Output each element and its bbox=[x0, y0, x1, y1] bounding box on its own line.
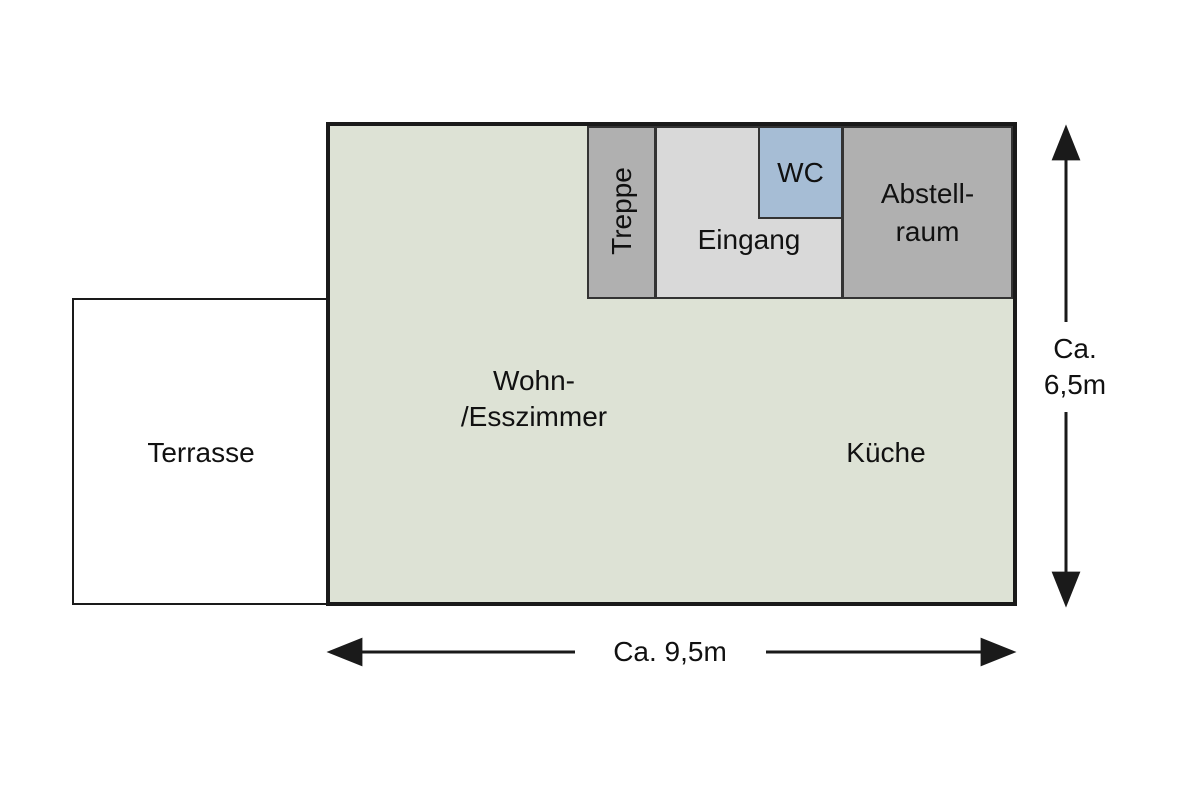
abstell-label-line2: raum bbox=[895, 216, 960, 247]
height-dimension-label-line2: 6,5m bbox=[1043, 369, 1107, 400]
wohn-label-line1: Wohn- bbox=[493, 365, 575, 396]
terrasse-label: Terrasse bbox=[147, 437, 255, 468]
eingang-label: Eingang bbox=[697, 224, 801, 255]
abstellraum-room bbox=[842, 126, 1013, 299]
wc-label: WC bbox=[777, 157, 824, 188]
width-dimension-label: Ca. 9,5m bbox=[613, 636, 727, 667]
terrasse-area bbox=[72, 298, 330, 605]
treppe-room bbox=[587, 126, 656, 299]
abstell-label-line1: Abstell- bbox=[880, 178, 975, 209]
wohn-label-line2: /Esszimmer bbox=[460, 401, 608, 432]
height-dimension-label-line1: Ca. bbox=[1053, 333, 1097, 364]
wc-room bbox=[758, 126, 843, 219]
kueche-label: Küche bbox=[846, 437, 926, 468]
